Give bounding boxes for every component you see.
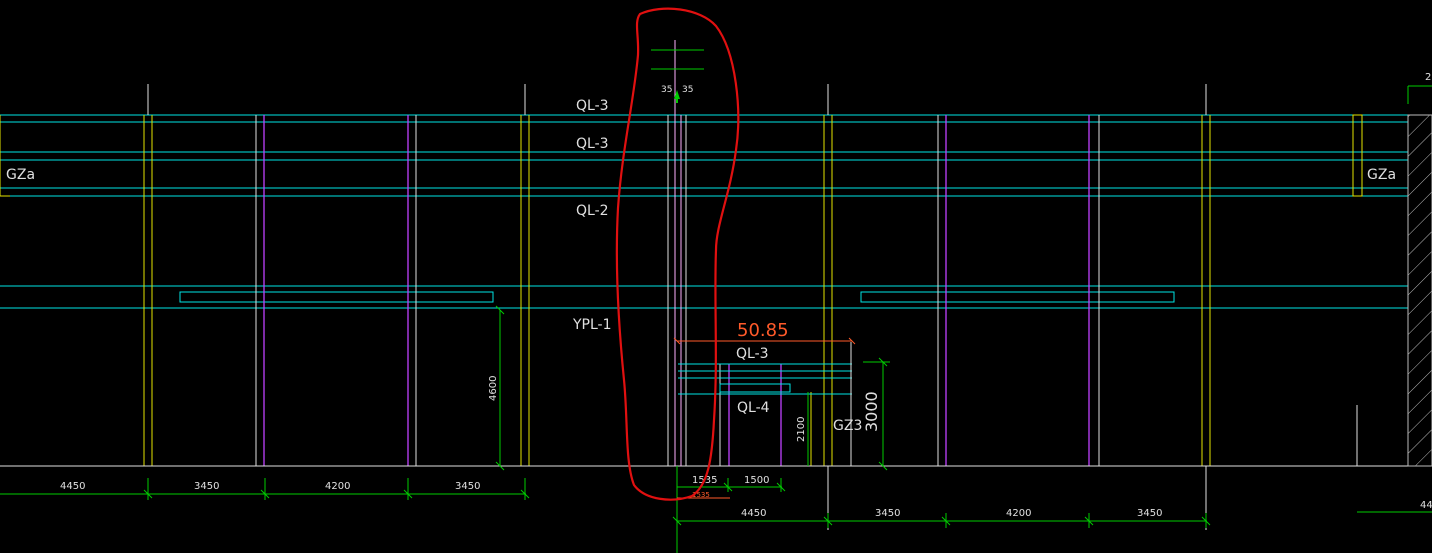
up-arrow-icon [674, 90, 680, 99]
dim-bottom-3: 3450 [1137, 508, 1162, 519]
elevation-dimension [673, 337, 856, 345]
red-markup-circle [615, 7, 740, 501]
beam-labels: QL-3 QL-3 QL-2 YPL-1 GZa GZa QL-3 QL-4 G… [6, 98, 1396, 434]
dim-edge-right-top: 2 [1425, 72, 1431, 83]
dim-bottom-1: 3450 [875, 508, 900, 519]
dim-small-1500: 1500 [744, 475, 769, 486]
tick-35-left: 35 [661, 85, 672, 95]
top-ticks [651, 49, 704, 70]
dim-height-4600: 4600 [488, 376, 499, 401]
label-ql2: QL-2 [576, 203, 609, 219]
label-ql3-second: QL-3 [576, 136, 609, 152]
dim-bottom-2: 4200 [1006, 508, 1031, 519]
label-gz3: GZ3 [833, 418, 862, 434]
dimension-lines [0, 85, 1432, 553]
hatched-wall [1407, 114, 1432, 467]
label-ql3-top: QL-3 [576, 98, 609, 114]
gza-column-boxes [0, 114, 1363, 197]
dim-top-2: 4200 [325, 481, 350, 492]
dim-bottom-0: 4450 [741, 508, 766, 519]
dim-top-0: 4450 [60, 481, 85, 492]
label-gza-left: GZa [6, 167, 35, 183]
dim-height-3000: 3000 [862, 391, 881, 432]
dim-edge-right-lower: 44 [1420, 500, 1432, 511]
column-lines [143, 115, 1211, 466]
dim-top-1: 3450 [194, 481, 219, 492]
label-ypl1: YPL-1 [572, 317, 612, 333]
label-gza-right: GZa [1367, 167, 1396, 183]
dim-small-1535-red: 1535 [692, 491, 710, 499]
dim-height-2100: 2100 [796, 417, 807, 442]
label-ql4: QL-4 [737, 400, 770, 416]
dim-top-3: 3450 [455, 481, 480, 492]
label-ql3-lower: QL-3 [736, 346, 769, 362]
dimension-texts: 4600 2100 3000 4450 3450 4200 3450 1535 … [60, 72, 1432, 519]
sub-frame [678, 363, 852, 395]
tick-35-right: 35 [682, 85, 693, 95]
beam-lines [0, 114, 1408, 309]
elevation-value: 50.85 [737, 320, 789, 341]
purple-columns [263, 115, 1090, 466]
white-lines [0, 40, 1432, 530]
